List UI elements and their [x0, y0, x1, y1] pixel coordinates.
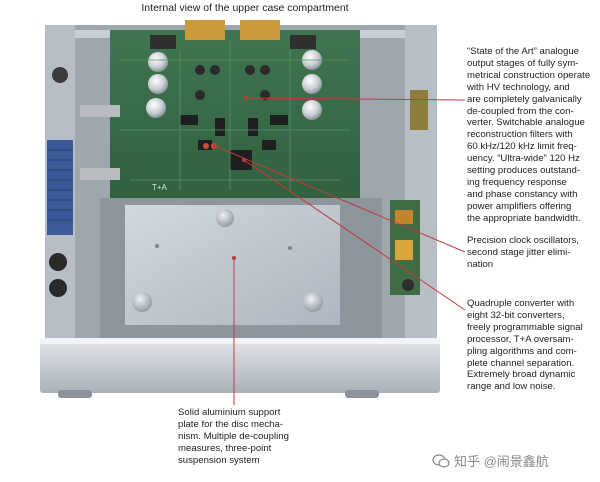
callout-line: Precision clock oscillators,	[467, 235, 579, 246]
callout-line: power amplifiers offering	[467, 200, 572, 212]
callout-line: with HV technology, and	[467, 81, 570, 93]
callout-line: uency. “Ultra-wide” 120 Hz	[467, 153, 580, 165]
callout-line: 60 kHz/120 kHz limit freq-	[467, 141, 577, 153]
foot	[58, 390, 92, 398]
callout-support-plate: Solid aluminium support plate for the di…	[178, 407, 289, 467]
callout-line: Quadruple converter with	[467, 298, 575, 309]
callout-line: Extremely broad dynamic	[467, 369, 576, 381]
callout-line: plete channel separation.	[467, 357, 575, 369]
main-pcb	[110, 30, 360, 200]
callout-line: freely programmable signal	[467, 321, 583, 333]
callout-line: metrical construction operate	[467, 69, 591, 81]
callout-line: plate for the disc mecha-	[178, 418, 284, 430]
callout-line: “State of the Art” analogue	[467, 46, 580, 57]
ribbon-cable	[80, 105, 120, 117]
callout-line: output stages of fully sym-	[467, 57, 579, 69]
callout-line: are completely galvanically	[467, 93, 582, 105]
figure-title: Internal view of the upper case compartm…	[141, 2, 349, 14]
callout-line: range and low noise.	[467, 381, 556, 393]
callout-line: nation	[467, 258, 494, 270]
callout-line: setting produces outstand-	[467, 165, 581, 177]
leader-lines	[214, 97, 466, 405]
chat-bubble-icon	[432, 453, 450, 468]
watermark: 知乎 @闹景鑫航	[432, 451, 549, 470]
callout-line: eight 32-bit converters,	[467, 309, 565, 321]
heatsink	[47, 140, 73, 235]
pcb-marking: T+A	[152, 183, 168, 192]
callout-line: ing frequency response	[467, 176, 567, 188]
callout-quadruple-converter: Quadruple converter with eight 32-bit co…	[467, 298, 583, 393]
foot	[345, 390, 379, 398]
callout-line: the appropriate bandwidth.	[467, 212, 581, 224]
callout-line: verter. Switchable analogue	[467, 117, 585, 129]
callout-line: suspension system	[178, 454, 260, 466]
callout-line: processor, T+A oversam-	[467, 333, 574, 345]
callout-line: second stage jitter elimi-	[467, 246, 571, 258]
callout-line: nism. Multiple de-coupling	[178, 430, 289, 442]
callout-line: Solid aluminium support	[178, 407, 281, 418]
callout-line: reconstruction filters with	[467, 129, 573, 141]
callout-analogue-output: “State of the Art” analogue output stage…	[467, 46, 590, 225]
front-panel	[40, 338, 440, 393]
watermark-text: 知乎 @闹景鑫航	[454, 454, 549, 469]
capacitors	[146, 50, 322, 120]
callout-line: pling algorithms and com-	[467, 345, 577, 357]
callout-clock-oscillators: Precision clock oscillators, second stag…	[467, 235, 579, 271]
callout-line: and phase constancy with	[467, 188, 578, 200]
right-side-wall	[405, 25, 437, 355]
callout-line: measures, three-point	[178, 442, 272, 454]
callout-line: de-coupled from the con-	[467, 105, 574, 117]
